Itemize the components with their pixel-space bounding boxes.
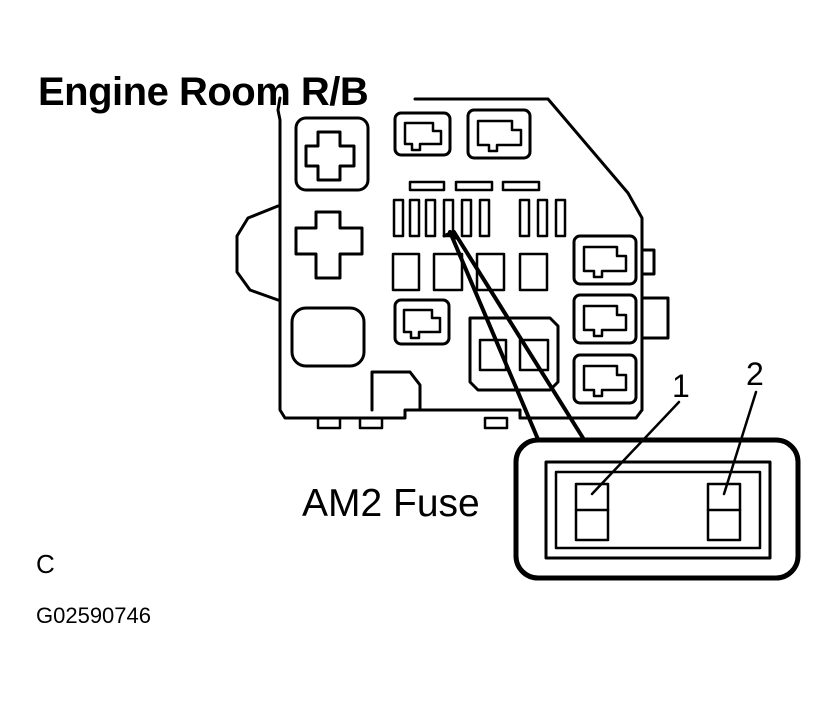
relay-terminal xyxy=(582,245,628,279)
corner-code: C xyxy=(36,549,55,579)
relay-socket-cross xyxy=(304,130,356,182)
fuse-block xyxy=(391,252,421,292)
mini-fuse xyxy=(392,198,405,238)
relay-terminal xyxy=(582,304,628,338)
relay-socket-frame xyxy=(294,116,370,192)
relay-socket-blank xyxy=(290,306,366,368)
callout-label: AM2 Fuse xyxy=(302,482,480,525)
relay-socket-cross xyxy=(294,210,364,280)
relay-right-2 xyxy=(572,293,638,345)
relay-right-1 xyxy=(572,234,638,286)
lower-socket xyxy=(518,338,550,372)
fuse-outer-body xyxy=(544,460,772,560)
pin-number-2: 2 xyxy=(746,356,764,392)
relay-terminal xyxy=(582,364,628,398)
foot xyxy=(483,416,509,430)
relay-middle xyxy=(393,298,451,346)
fuse-slot xyxy=(454,180,494,192)
relay-right-3 xyxy=(572,353,638,405)
fuse-slot xyxy=(408,180,446,192)
fuse-slot xyxy=(501,180,541,192)
mini-fuse xyxy=(478,198,491,238)
callout-pointer xyxy=(452,230,585,440)
relay-terminal xyxy=(402,308,442,340)
fuse-terminal-2 xyxy=(706,482,742,542)
right-side-tab xyxy=(640,296,670,340)
right-small-tab xyxy=(640,248,656,276)
callout-pointer xyxy=(448,230,542,446)
relay-terminal xyxy=(476,119,523,153)
relay-top-left xyxy=(393,111,452,157)
callout-frame xyxy=(513,437,801,581)
bottom-notch xyxy=(370,370,422,412)
relay-top-right xyxy=(466,108,532,160)
left-mount-tab xyxy=(235,204,280,302)
callout-pointer xyxy=(442,230,458,240)
lower-socket-group xyxy=(468,316,560,392)
lower-socket xyxy=(478,338,508,372)
fuse-block xyxy=(518,252,549,292)
fuse-inner-body xyxy=(554,470,762,550)
mini-fuse-am2 xyxy=(442,198,455,238)
foot xyxy=(316,416,342,430)
foot xyxy=(358,416,384,430)
relay-block-outline xyxy=(276,96,644,420)
pin-1-leader xyxy=(590,400,681,496)
mini-fuse xyxy=(424,198,437,238)
pin-number-1: 1 xyxy=(672,368,690,404)
figure-id: G02590746 xyxy=(36,603,151,628)
mini-fuse xyxy=(536,198,549,238)
mini-fuse xyxy=(460,198,473,238)
mini-fuse xyxy=(554,198,567,238)
mini-fuse xyxy=(518,198,531,238)
diagram-title: Engine Room R/B xyxy=(38,70,369,114)
pin-2-leader xyxy=(722,390,758,496)
fuse-terminal-1 xyxy=(574,482,610,542)
mini-fuse xyxy=(408,198,421,238)
fuse-block xyxy=(432,252,464,292)
relay-terminal xyxy=(403,121,443,152)
